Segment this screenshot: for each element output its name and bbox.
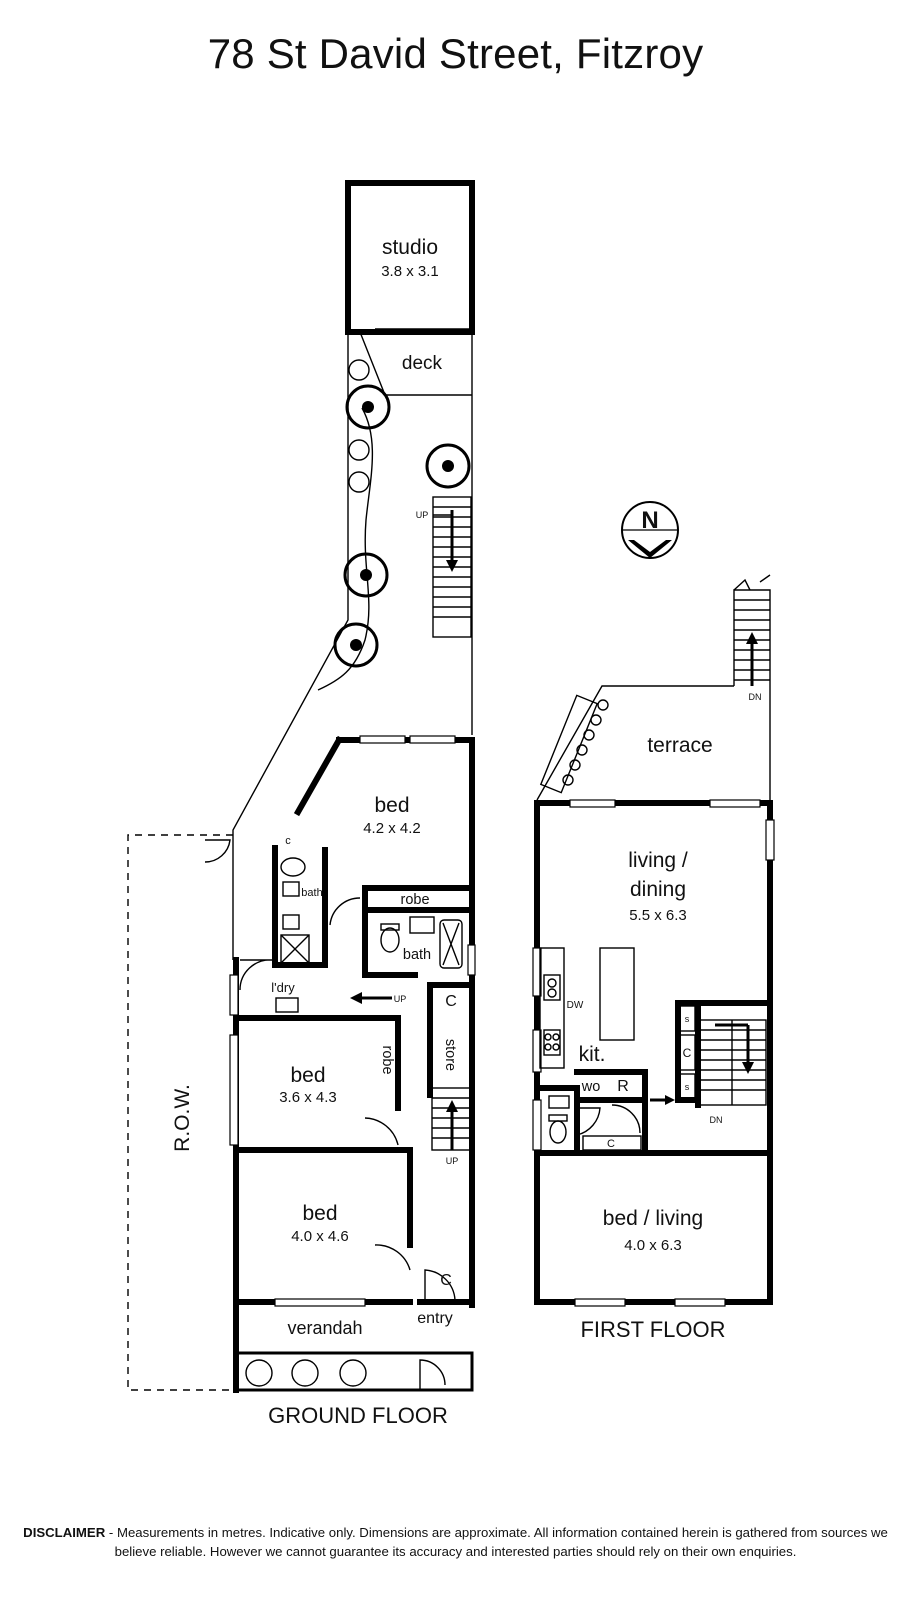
studio-label: studio xyxy=(382,236,438,259)
row-label: R.O.W. xyxy=(171,1084,194,1152)
garden-stairs xyxy=(432,496,472,638)
verandah-label: verandah xyxy=(287,1318,362,1338)
bed-mid-label: bed xyxy=(290,1064,325,1087)
robe-a-label: robe xyxy=(400,892,429,908)
terrace-label: terrace xyxy=(647,734,712,757)
kitchen-fixtures xyxy=(539,947,696,1151)
entry-label: entry xyxy=(417,1310,453,1327)
c-label: c xyxy=(285,835,291,847)
row-boundary xyxy=(127,834,233,1391)
bath-fixtures xyxy=(275,857,463,1013)
bed-rear-dims: 4.2 x 4.2 xyxy=(363,820,421,837)
c-wc-label: C xyxy=(607,1138,615,1150)
bath-a-label: bath xyxy=(301,887,322,899)
disclaimer-text: - Measurements in metres. Indicative onl… xyxy=(105,1525,888,1559)
planter-boxes xyxy=(539,694,609,794)
terrace-outline xyxy=(536,685,734,801)
s1-label: s xyxy=(685,1014,690,1024)
bed-front-dims: 4.0 x 4.6 xyxy=(291,1228,349,1245)
disclaimer-heading: DISCLAIMER xyxy=(23,1525,106,1540)
terrace-stairs xyxy=(733,574,771,800)
svg-text:N: N xyxy=(641,507,658,534)
living-dims: 5.5 x 6.3 xyxy=(629,907,687,924)
living-label-2: dining xyxy=(630,878,686,901)
ground-stairs xyxy=(350,992,473,1151)
bed-rear-label: bed xyxy=(374,794,409,817)
first-floor-stairs xyxy=(650,1019,767,1155)
first-floor-label: FIRST FLOOR xyxy=(580,1317,725,1342)
bath-b-label: bath xyxy=(403,947,431,963)
bed-living-dims: 4.0 x 6.3 xyxy=(624,1237,682,1254)
bed-mid-dims: 3.6 x 4.3 xyxy=(279,1089,337,1106)
kit-label: kit. xyxy=(579,1043,606,1066)
dn-first-label: DN xyxy=(710,1115,723,1125)
bed-front-label: bed xyxy=(302,1202,337,1225)
dw-label: DW xyxy=(567,1000,584,1011)
up-ground-label: UP xyxy=(394,994,407,1004)
laundry-label: l'dry xyxy=(271,980,295,995)
page-title: 78 St David Street, Fitzroy xyxy=(207,30,704,77)
c-entry-label: C xyxy=(440,1272,452,1289)
studio-dims: 3.8 x 3.1 xyxy=(381,263,439,280)
ground-floor-walls xyxy=(233,735,475,1393)
c-ground-label: C xyxy=(445,993,457,1010)
stair-up-label: UP xyxy=(416,510,429,520)
living-label-1: living / xyxy=(628,849,688,872)
north-compass-icon: N xyxy=(621,501,679,559)
robe-b-label: robe xyxy=(379,1045,395,1074)
ground-floor-label: GROUND FLOOR xyxy=(268,1403,448,1428)
dn-terrace-label: DN xyxy=(749,692,762,702)
disclaimer: DISCLAIMER - Measurements in metres. Ind… xyxy=(20,1523,891,1561)
garden-boundary xyxy=(232,332,473,960)
wo-label: wo xyxy=(581,1079,601,1095)
deck-label: deck xyxy=(402,353,443,374)
bed-living-label: bed / living xyxy=(603,1207,703,1230)
up-store-label: UP xyxy=(446,1156,459,1166)
r-label: R xyxy=(617,1078,629,1095)
tree-icons xyxy=(245,359,471,1387)
c-first-label: C xyxy=(683,1046,692,1060)
s2-label: s xyxy=(685,1082,690,1092)
store-label: store xyxy=(442,1039,458,1071)
